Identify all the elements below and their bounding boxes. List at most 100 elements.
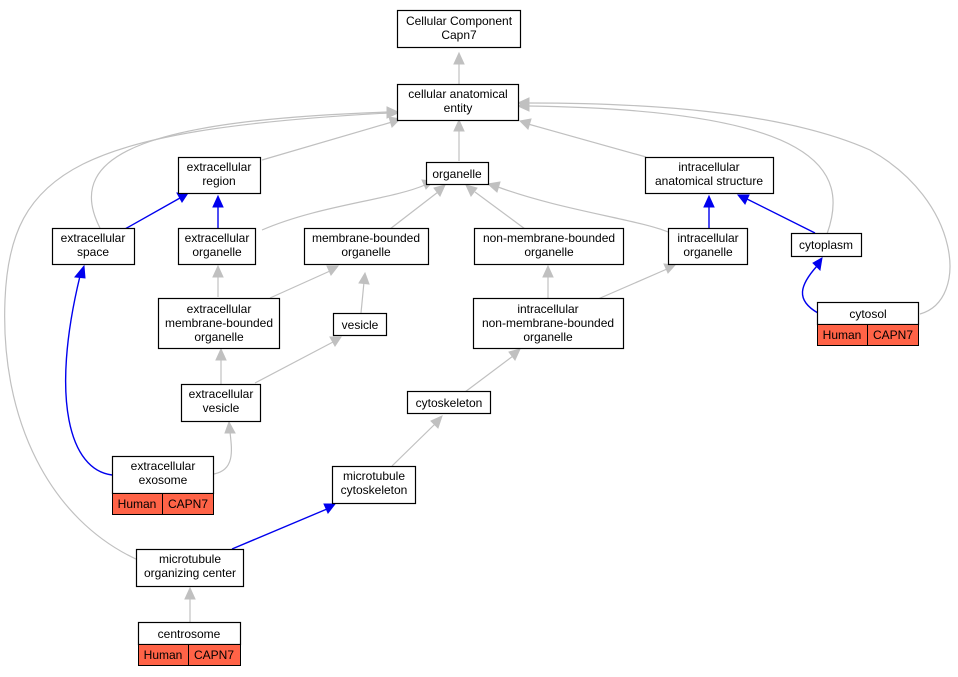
node-exo-line-2: exosome <box>139 473 188 487</box>
node-cae-line-1: cellular anatomical <box>408 87 507 101</box>
tag-cytosol-gene: CAPN7 <box>873 328 913 342</box>
node-eco-line-1: extracellular <box>185 231 250 245</box>
node-cytoplasm-line-1: cytoplasm <box>799 238 853 252</box>
node-root-line-1: Cellular Component <box>406 14 513 28</box>
node-nmbo-line-2: organelle <box>524 245 574 259</box>
node-centrosome-line-1: centrosome <box>158 627 221 641</box>
edge-ec-vesicle-to-vesicle <box>254 336 342 384</box>
node-intracellular-organelle[interactable]: intracellular organelle <box>667 227 749 266</box>
node-root[interactable]: Cellular Component Capn7 <box>396 9 522 49</box>
nodes: Cellular Component Capn7 cellular anatom… <box>51 9 920 646</box>
node-ecs-line-2: space <box>77 245 109 259</box>
node-organelle[interactable]: organelle <box>425 161 490 186</box>
node-ecmbo-line-3: organelle <box>194 330 244 344</box>
node-exo-line-1: extracellular <box>131 459 196 473</box>
edge-ec-vesicle-to-ec-membrane-bounded <box>215 347 227 384</box>
node-extracellular-membrane-bounded-organelle[interactable]: extracellular membrane-bounded organelle <box>157 297 281 350</box>
node-ias-line-2: anatomical structure <box>655 174 763 188</box>
tag-extracellular-exosome: Human CAPN7 <box>112 493 214 515</box>
node-root-line-2: Capn7 <box>441 28 477 42</box>
edge-centrosome-to-mtoc <box>184 586 196 622</box>
node-inmbo-line-1: intracellular <box>517 302 578 316</box>
node-centrosome[interactable]: centrosome <box>137 621 242 646</box>
node-cytosol-line-1: cytosol <box>849 307 886 321</box>
edge-cytosol-part-of-cytoplasm <box>801 257 823 314</box>
edge-exosome-part-of-extracellular-space <box>64 264 113 476</box>
node-ecv-line-1: extracellular <box>189 387 254 401</box>
node-organelle-line-1: organelle <box>432 167 482 181</box>
node-cytoskeleton-line-1: cytoskeleton <box>416 396 483 410</box>
annotation-tags: Human CAPN7 Human CAPN7 Human CAPN7 <box>112 324 919 666</box>
edge-non-membrane-bounded-to-organelle <box>465 184 526 230</box>
node-ias-line-1: intracellular <box>678 160 739 174</box>
node-ecv-line-2: vesicle <box>203 401 240 415</box>
edges <box>4 51 951 622</box>
tag-centrosome: Human CAPN7 <box>138 644 241 666</box>
node-mtoc-line-1: microtubule <box>159 552 221 566</box>
tag-centrosome-gene: CAPN7 <box>194 648 234 662</box>
edge-mtoc-to-cae <box>4 107 400 561</box>
tag-cytosol: Human CAPN7 <box>817 324 919 346</box>
node-cytosol[interactable]: cytosol <box>816 301 920 326</box>
node-mtoc-line-2: organizing center <box>144 566 236 580</box>
edge-vesicle-to-membrane-bounded <box>358 271 370 314</box>
edge-intracellular-organelle-to-organelle <box>486 181 669 233</box>
edge-mtoc-part-of-microtubule-cytoskeleton <box>231 503 337 550</box>
node-nmbo-line-1: non-membrane-bounded <box>483 231 615 245</box>
node-ecr-line-2: region <box>202 174 235 188</box>
node-vesicle-line-1: vesicle <box>342 318 379 332</box>
node-vesicle[interactable]: vesicle <box>332 312 388 337</box>
tag-exosome-gene: CAPN7 <box>168 497 208 511</box>
node-cae-line-2: entity <box>444 101 473 115</box>
node-ecr-line-1: extracellular <box>187 160 252 174</box>
edge-extracellular-region-to-cae <box>261 116 402 161</box>
node-ecs-line-1: extracellular <box>61 231 126 245</box>
edge-cytoplasm-part-of-structure <box>736 194 816 234</box>
node-cytoskeleton[interactable]: cytoskeleton <box>406 390 492 415</box>
node-mtc-line-1: microtubule <box>343 469 405 483</box>
tag-exosome-species: Human <box>118 497 157 511</box>
edge-organelle-to-cae <box>453 118 465 161</box>
node-inmbo-line-2: non-membrane-bounded <box>482 316 614 330</box>
tag-cytosol-species: Human <box>823 328 862 342</box>
node-eco-line-2: organelle <box>192 245 242 259</box>
node-extracellular-organelle[interactable]: extracellular organelle <box>177 227 257 266</box>
edge-ec-membrane-bounded-to-ec-organelle <box>212 264 224 297</box>
edge-ec-membrane-bounded-to-membrane-bounded <box>269 265 340 299</box>
node-mbo-line-1: membrane-bounded <box>312 231 420 245</box>
node-inmbo-line-3: organelle <box>523 330 573 344</box>
edge-extracellular-space-part-of-region <box>124 192 189 230</box>
node-intracellular-anatomical-structure[interactable]: intracellular anatomical structure <box>644 156 775 195</box>
node-ico-line-2: organelle <box>683 245 733 259</box>
edge-intracellular-organelle-part-of-structure <box>703 194 715 229</box>
edge-intracellular-structure-to-cae <box>518 118 647 158</box>
node-mbo-line-2: organelle <box>341 245 391 259</box>
node-ecmbo-line-1: extracellular <box>187 302 252 316</box>
edge-microtubule-cytoskeleton-to-cytoskeleton <box>391 415 443 467</box>
node-non-membrane-bounded-organelle[interactable]: non-membrane-bounded organelle <box>473 227 625 266</box>
node-extracellular-vesicle[interactable]: extracellular vesicle <box>180 383 262 423</box>
node-extracellular-exosome[interactable]: extracellular exosome <box>111 455 215 495</box>
node-microtubule-organizing-center[interactable]: microtubule organizing center <box>135 548 245 588</box>
edge-non-membrane-to-non-membrane-bounded <box>542 264 554 299</box>
edge-extracellular-organelle-to-organelle <box>261 179 435 231</box>
edge-cytosol-to-cae <box>516 97 951 315</box>
node-cytoplasm[interactable]: cytoplasm <box>790 232 863 258</box>
node-extracellular-region[interactable]: extracellular region <box>177 156 262 195</box>
edge-exosome-to-ec-vesicle <box>213 420 236 475</box>
edge-cytoskeleton-to-intracellular-non-membrane <box>464 348 521 393</box>
node-extracellular-space[interactable]: extracellular space <box>51 227 136 266</box>
node-ico-line-1: intracellular <box>677 231 738 245</box>
edge-ec-organelle-part-of-region <box>212 194 224 229</box>
node-cellular-anatomical-entity[interactable]: cellular anatomical entity <box>396 83 520 122</box>
edge-membrane-bounded-to-organelle <box>389 184 446 230</box>
node-ecmbo-line-2: membrane-bounded <box>165 316 273 330</box>
edge-cae-to-root <box>453 51 465 84</box>
node-intracellular-non-membrane-bounded-organelle[interactable]: intracellular non-membrane-bounded organ… <box>472 297 625 350</box>
node-mtc-line-2: cytoskeleton <box>341 483 408 497</box>
node-microtubule-cytoskeleton[interactable]: microtubule cytoskeleton <box>331 465 417 505</box>
tag-centrosome-species: Human <box>144 648 183 662</box>
node-membrane-bounded-organelle[interactable]: membrane-bounded organelle <box>303 227 430 266</box>
edge-intracellular-non-membrane-to-intracellular-organelle <box>597 263 677 300</box>
